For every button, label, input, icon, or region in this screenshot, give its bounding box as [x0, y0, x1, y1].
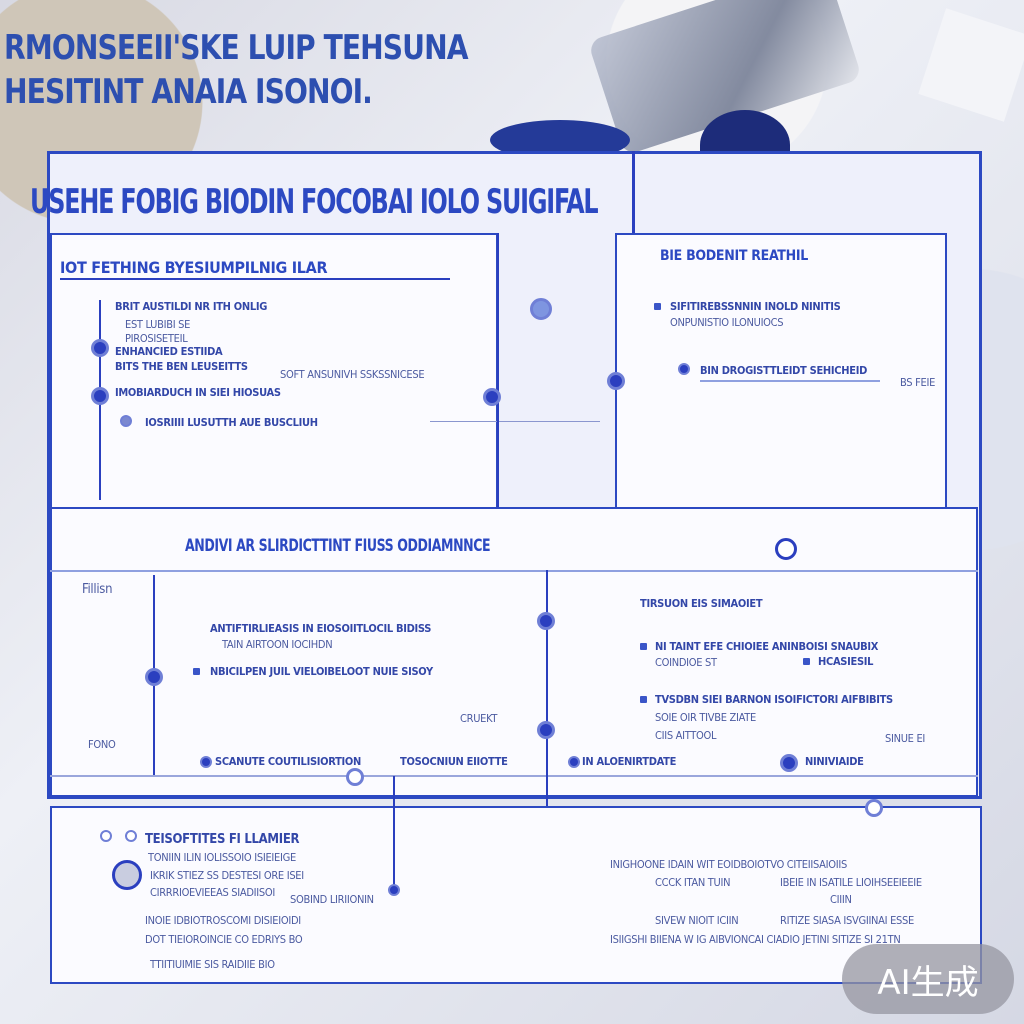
tr-underline — [700, 380, 880, 382]
b-left-item: SOBIND LIRIIONIN — [290, 893, 374, 906]
mid-bottom-item: NINIVIAIDE — [805, 755, 864, 768]
tr-bullet — [654, 303, 661, 310]
connector-h-top — [430, 421, 600, 422]
b-left-item: TONIIN ILIN IOLISSOIO ISIEIEIGE — [148, 851, 296, 864]
middle-title-rule — [50, 570, 978, 572]
b-right-item: INIGHOONE IDAIN WIT EOIDBOIOTVO CITEIISA… — [610, 858, 847, 871]
headline-line-1: RMONSEEII'SKE LUIP TEHSUNA — [4, 28, 468, 68]
mid-item: ANTIFTIRLIEASIS IN EIOSOIITLOCIL BIDISS — [210, 622, 432, 635]
ai-generated-badge: AI生成 — [842, 944, 1014, 1014]
mr-bullet — [803, 658, 810, 665]
mr-item: TVSDBN SIEI BARNON ISOIFICTORI AIFBIBITS — [655, 693, 893, 706]
b-right-item: CIIIN — [830, 893, 852, 906]
tl-item: IMOBIARDUCH IN SIEI HIOSUAS — [115, 386, 281, 399]
section2-title: ANDIVI AR SLIRDICTTINT FIUSS ODDIAMNNCE — [185, 536, 491, 556]
tl-item: SOFT ANSUNIVH SSKSSNICESE — [280, 368, 425, 381]
b-left-item: DOT TIEIOROINCIE CO EDRIYS BO — [145, 933, 303, 946]
mid-bottom-item: TOSOCNIUN EIIOTTE — [400, 755, 508, 768]
section3-heading: TEISOFTITES FI LLAMIER — [145, 832, 300, 847]
tl-item: PIROSISETEIL — [125, 332, 188, 345]
panel-middle — [50, 507, 978, 797]
bottom-connector — [393, 776, 395, 890]
mid-item: TAIN AIRTOON IOCIHDN — [222, 638, 333, 651]
center-node-mid-1 — [537, 612, 555, 630]
mid-bottom-rail — [50, 775, 978, 777]
mid-small-label: FONO — [88, 738, 116, 751]
section2-right-heading: TIRSUON EIS SIMAOIET — [640, 597, 763, 610]
tr-node — [678, 363, 690, 375]
tl-item: IOSRIIII LUSUTTH AUE BUSCLIUH — [145, 416, 318, 429]
b-right-item: RITIZE SIASA ISVGIINAI ESSE — [780, 914, 914, 927]
mid-bottom-item: IN ALOENIRTDATE — [582, 755, 677, 768]
mid-bottom-dot-2 — [568, 756, 580, 768]
headline-line-2: HESITINT ANAIA ISONOI. — [4, 72, 373, 112]
mid-bottom-node-1 — [346, 768, 364, 786]
b-left-item: IKRIK STIEZ SS DESTESI ORE ISEI — [150, 869, 304, 882]
mid-bottom-dot-1 — [200, 756, 212, 768]
tl-item: EST LUBIBI SE — [125, 318, 191, 331]
mid-bottom-node-2 — [780, 754, 798, 772]
bottom-node-b — [125, 830, 137, 842]
tr-item: SIFITIREBSSNNIN INOLD NINITIS — [670, 300, 841, 313]
mid-bullet — [193, 668, 200, 675]
panel-top-right-heading: BIE BODENIT REATHIL — [660, 248, 808, 264]
b-right-item: ISIIGSHI BIIENA W IG AIBVIONCAI CIADIO J… — [610, 933, 901, 946]
mr-item: HCASIESIL — [818, 655, 874, 668]
tr-item: ONPUNISTIO ILONUIOCS — [670, 316, 784, 329]
center-divider-top — [497, 233, 499, 509]
center-pin-icon — [530, 298, 552, 320]
bottom-connector-end — [388, 884, 400, 896]
tl-item: ENHANCIED ESTIIDA — [115, 345, 223, 358]
mid-item: CRUEKT — [460, 712, 498, 725]
b-right-item: SIVEW NIOIT ICIIN — [655, 914, 739, 927]
b-right-item: IBEIE IN ISATILE LIOIHSEEIEEIE — [780, 876, 922, 889]
tr-item: BIN DROGISTTLEIDT SEHICHEID — [700, 364, 867, 377]
person-avatar-icon — [112, 860, 142, 890]
timeline-node-3 — [120, 415, 132, 427]
tl-item: BRIT AUSTILDI NR ITH ONLIG — [115, 300, 268, 313]
mr-item: CIIS AITTOOL — [655, 729, 717, 742]
center-node-top — [483, 388, 501, 406]
mid-node-1 — [145, 668, 163, 686]
mr-item: NI TAINT EFE CHIOIEE ANINBOISI SNAUBIX — [655, 640, 879, 653]
page-headline: RMONSEEII'SKE LUIP TEHSUNA HESITINT ANAI… — [4, 26, 519, 114]
panel-bottom — [50, 806, 982, 984]
mid-item: NBICILPEN JUIL VIELOIBELOOT NUIE SISOY — [210, 665, 433, 678]
tl-item: BITS THE BEN LEUSEITTS — [115, 360, 248, 373]
mr-bullet — [640, 696, 647, 703]
mid-bottom-item: SCANUTE COUTILISIORTION — [215, 755, 362, 768]
mr-item: COINDIOE ST — [655, 656, 717, 669]
frame-divider-top — [632, 151, 635, 233]
right-node-top — [607, 372, 625, 390]
mr-item: SOIE OIR TIVBE ZIATE — [655, 711, 756, 724]
timeline-node-2 — [91, 387, 109, 405]
mr-bullet — [640, 643, 647, 650]
b-left-item: CIRRRIOEVIEEAS SIADIISOI — [150, 886, 276, 899]
panel-top-left-heading: IOT FETHING BYESIUMPILNIG ILAR — [60, 258, 328, 277]
timeline-node-1 — [91, 339, 109, 357]
center-divider-mid — [546, 570, 548, 920]
section2-left-label: Fillisn — [82, 582, 113, 597]
b-left-item: TTIITIUIMIE SIS RAIDIIE BIO — [150, 958, 275, 971]
heading-underline — [60, 278, 450, 280]
center-node-mid-2 — [537, 721, 555, 739]
bottom-node-a — [100, 830, 112, 842]
bottom-node-right — [865, 799, 883, 817]
tr-note: BS FEIE — [900, 376, 936, 389]
play-icon — [775, 538, 797, 560]
mr-item: SINUE EI — [885, 732, 926, 745]
main-title: USEHE FOBIG BIODIN FOCOBAI IOLO SUIGIFAL — [30, 182, 599, 222]
b-left-item: INOIE IDBIOTROSCOMI DISIEIOIDI — [145, 914, 301, 927]
b-right-item: CCCK ITAN TUIN — [655, 876, 731, 889]
